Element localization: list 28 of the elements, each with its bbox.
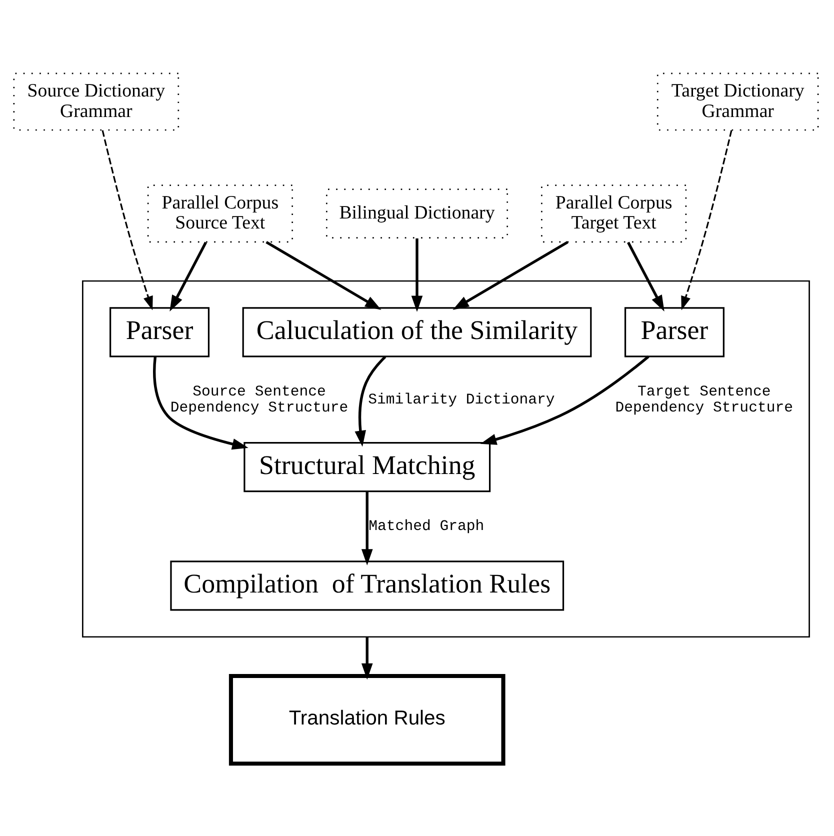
- node-box: Parallel Corpus Target Text: [541, 184, 687, 242]
- arrow: [102, 130, 153, 310]
- arrow: [354, 355, 386, 446]
- node-box: Caluculation of the Similarity: [242, 306, 592, 357]
- arrow: [153, 356, 248, 450]
- arrow: [411, 238, 423, 312]
- arrow: [627, 241, 664, 311]
- edge-label: Matched Graph: [368, 518, 484, 535]
- node-box: Structural Matching: [244, 441, 491, 492]
- node-box: Target Dictionary Grammar: [656, 72, 819, 130]
- arrow: [681, 130, 732, 310]
- edge-label: Similarity Dictionary: [368, 392, 555, 408]
- edge-label: Source Sentence Dependency Structure: [170, 384, 348, 416]
- cluster: [82, 280, 810, 638]
- node-box: Parser: [624, 306, 724, 357]
- node-box: Parser: [110, 306, 210, 357]
- arrow: [452, 240, 568, 310]
- arrow: [266, 240, 382, 310]
- arrow: [480, 355, 650, 444]
- node-box: Translation Rules: [228, 673, 506, 766]
- arrow: [170, 241, 207, 311]
- node-box: Source Dictionary Grammar: [13, 72, 180, 130]
- arrow: [361, 491, 373, 565]
- node-box: Compilation of Translation Rules: [170, 560, 564, 610]
- node-box: Bilingual Dictionary: [326, 188, 508, 238]
- node-box: Parallel Corpus Source Text: [147, 184, 293, 242]
- edge-label: Target Sentence Dependency Structure: [615, 384, 794, 416]
- arrow: [361, 636, 373, 680]
